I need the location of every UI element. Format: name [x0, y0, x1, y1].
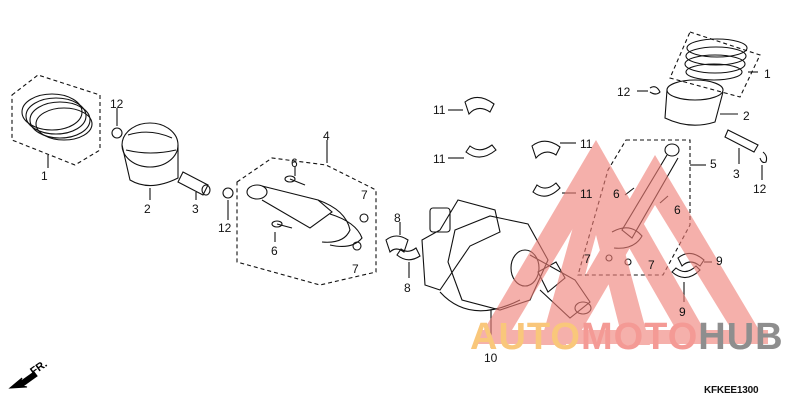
watermark-part-hub: HUB	[698, 316, 784, 358]
callout-12: 12	[753, 182, 767, 196]
callout-6: 6	[613, 187, 620, 201]
callout-11: 11	[433, 103, 446, 117]
callout-2: 2	[743, 109, 750, 123]
piston-rings-right-icon	[669, 31, 761, 98]
watermark-text: AUTOMOTOHUB	[470, 316, 784, 359]
piston-rings-left-icon	[11, 74, 101, 168]
callout-11: 11	[580, 137, 593, 151]
piston-pin-left-icon	[177, 171, 211, 200]
piston-left-icon	[121, 122, 179, 200]
bearing-icon	[385, 235, 409, 254]
callout-1: 1	[41, 169, 48, 183]
callout-7: 7	[361, 188, 368, 202]
callout-10: 10	[484, 351, 498, 365]
piston-pin-right-icon	[724, 129, 759, 153]
connecting-rod-left-icon	[236, 140, 377, 286]
callout-12: 12	[617, 85, 631, 99]
callout-2: 2	[144, 202, 151, 216]
callout-3: 3	[192, 202, 199, 216]
callout-5: 5	[710, 157, 717, 171]
front-arrow-icon	[8, 371, 38, 389]
watermark-part-auto: AUTO	[470, 316, 581, 358]
diagram-code: KFKEE1300	[704, 385, 759, 396]
callout-9: 9	[679, 305, 686, 319]
callout-11: 11	[580, 187, 593, 201]
circlip-icon	[111, 127, 123, 139]
callout-8: 8	[404, 281, 411, 295]
callout-1: 1	[764, 67, 771, 81]
callout-6: 6	[674, 203, 681, 217]
callout-9: 9	[716, 254, 723, 268]
callout-6: 6	[271, 244, 278, 258]
callout-7: 7	[352, 262, 359, 276]
callout-7: 7	[584, 252, 591, 266]
watermark-part-moto: MOTO	[580, 316, 699, 358]
callout-11: 11	[433, 152, 446, 166]
callout-4: 4	[323, 129, 330, 143]
callout-12: 12	[110, 97, 124, 111]
callout-3: 3	[733, 167, 740, 181]
callout-8: 8	[394, 211, 401, 225]
callout-7: 7	[648, 258, 655, 272]
callout-12: 12	[218, 221, 232, 235]
callout-6: 6	[291, 156, 298, 170]
piston-right-icon	[637, 79, 738, 126]
